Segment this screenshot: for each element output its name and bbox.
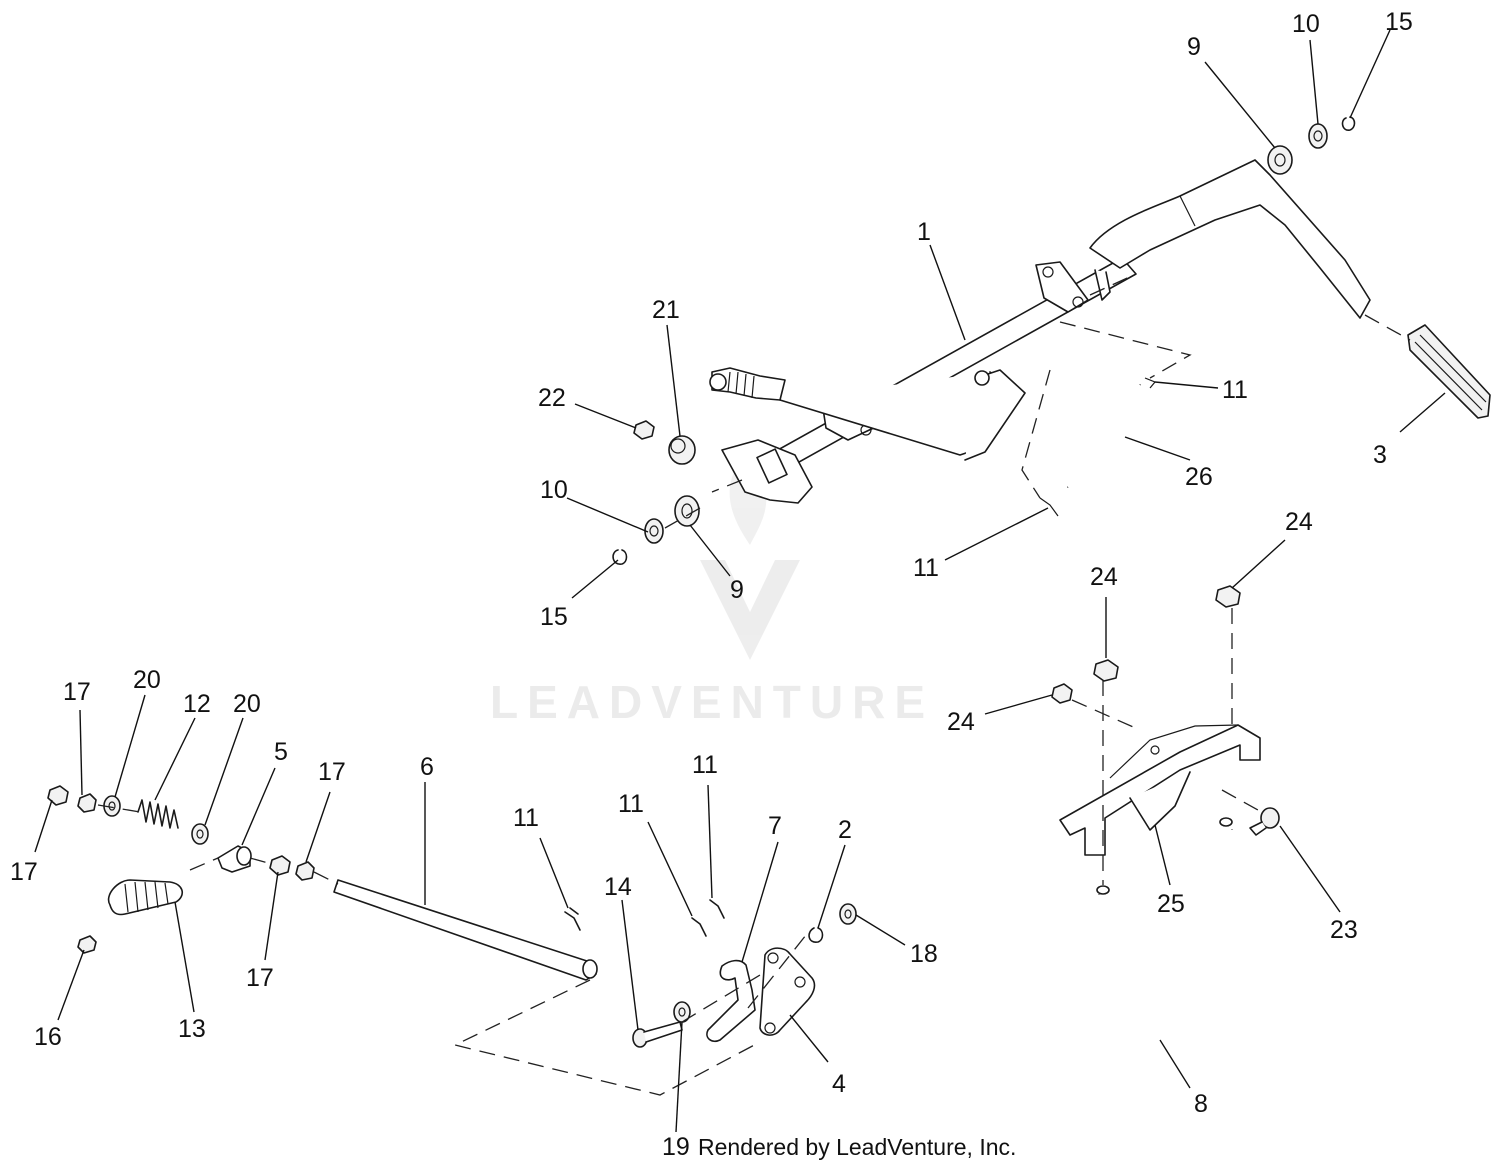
callout-6[interactable]: 6 xyxy=(420,753,434,781)
callout-21[interactable]: 21 xyxy=(652,296,680,324)
part-11-clip-lower-b[interactable] xyxy=(691,917,707,937)
callout-20[interactable]: 20 xyxy=(233,690,261,718)
callout-2[interactable]: 2 xyxy=(838,816,852,844)
part-15-clip-right[interactable] xyxy=(1341,116,1356,131)
callout-10[interactable]: 10 xyxy=(1292,10,1320,38)
part-16-nut[interactable] xyxy=(77,935,97,954)
callout-24[interactable]: 24 xyxy=(947,708,975,736)
part-17-nut-mid-2[interactable] xyxy=(295,861,315,881)
part-22-nut[interactable] xyxy=(633,420,655,440)
part-21-knob[interactable] xyxy=(668,435,696,465)
callout-15[interactable]: 15 xyxy=(540,603,568,631)
callout-11[interactable]: 11 xyxy=(513,804,539,832)
callout-24[interactable]: 24 xyxy=(1090,563,1118,591)
part-24-nut-top[interactable] xyxy=(1215,585,1241,608)
callout-15[interactable]: 15 xyxy=(1385,8,1413,36)
part-4-plate[interactable] xyxy=(759,947,816,1036)
callout-11[interactable]: 11 xyxy=(1222,376,1248,404)
part-25-bracket[interactable] xyxy=(1059,724,1261,856)
part-7-lever[interactable] xyxy=(706,959,756,1043)
part-5-swivel[interactable] xyxy=(217,845,252,873)
callout-5[interactable]: 5 xyxy=(274,738,288,766)
part-18-washer[interactable] xyxy=(839,903,857,925)
callout-13[interactable]: 13 xyxy=(178,1015,206,1043)
callout-3[interactable]: 3 xyxy=(1373,441,1387,469)
part-8-u-bolt[interactable] xyxy=(1096,817,1235,1076)
callout-9[interactable]: 9 xyxy=(730,576,744,604)
callout-10[interactable]: 10 xyxy=(540,476,568,504)
part-24-nut-mid[interactable] xyxy=(1093,659,1119,682)
callout-7[interactable]: 7 xyxy=(768,812,782,840)
part-10-washer-left[interactable] xyxy=(644,518,664,544)
callout-17[interactable]: 17 xyxy=(10,858,38,886)
part-17-nut-far-left[interactable] xyxy=(47,785,69,806)
alignment-lines xyxy=(97,273,1411,1096)
callout-9[interactable]: 9 xyxy=(1187,33,1201,61)
callout-12[interactable]: 12 xyxy=(183,690,211,718)
callout-26[interactable]: 26 xyxy=(1185,463,1213,491)
callout-17[interactable]: 17 xyxy=(318,758,346,786)
part-6-rod[interactable] xyxy=(333,879,598,981)
part-20-washer-right[interactable] xyxy=(191,823,209,845)
leader-lines xyxy=(34,29,1446,1133)
callout-labels: 1 21 22 10 15 9 9 10 15 11 26 11 3 24 24… xyxy=(10,8,1413,1161)
upper-spring-adjuster[interactable] xyxy=(709,367,786,401)
linkage-rod[interactable] xyxy=(779,369,1026,461)
callout-18[interactable]: 18 xyxy=(910,940,938,968)
callout-17[interactable]: 17 xyxy=(246,964,274,992)
watermark-brand: LEADVENTURE xyxy=(490,676,934,728)
part-9-washer-left[interactable] xyxy=(674,495,700,527)
callout-19[interactable]: 19 xyxy=(662,1133,690,1161)
callout-11[interactable]: 11 xyxy=(913,554,939,582)
part-14-bolt[interactable] xyxy=(632,1021,683,1048)
part-12-spring[interactable] xyxy=(137,799,179,829)
part-17-nut-left-2[interactable] xyxy=(77,793,97,813)
credit-text: Rendered by LeadVenture, Inc. xyxy=(698,1134,1016,1160)
part-13-spring[interactable] xyxy=(107,879,183,916)
callout-1[interactable]: 1 xyxy=(917,218,931,246)
part-3-pedal-arm[interactable] xyxy=(1089,159,1491,419)
callout-14[interactable]: 14 xyxy=(604,873,632,901)
callout-25[interactable]: 25 xyxy=(1157,890,1185,918)
callout-16[interactable]: 16 xyxy=(34,1023,62,1051)
part-1-shaft[interactable] xyxy=(721,257,1137,504)
part-20-washer-left[interactable] xyxy=(103,795,121,817)
part-24-nut-left[interactable] xyxy=(1051,683,1073,704)
callout-23[interactable]: 23 xyxy=(1330,916,1358,944)
callout-8[interactable]: 8 xyxy=(1194,1090,1208,1118)
part-17-nut-mid-1[interactable] xyxy=(269,855,291,876)
part-26-rod[interactable] xyxy=(1039,377,1156,517)
callout-11[interactable]: 11 xyxy=(692,751,718,779)
part-2-clip[interactable] xyxy=(808,927,824,943)
part-9-washer-right[interactable] xyxy=(1267,145,1293,175)
part-10-washer-right[interactable] xyxy=(1308,123,1328,149)
callout-24[interactable]: 24 xyxy=(1285,508,1313,536)
part-11-clip-lower-a[interactable] xyxy=(564,907,581,931)
part-11-clip-lower-c[interactable] xyxy=(709,899,725,919)
callout-20[interactable]: 20 xyxy=(133,666,161,694)
callout-22[interactable]: 22 xyxy=(538,384,566,412)
callout-4[interactable]: 4 xyxy=(832,1070,846,1098)
part-23-bolt[interactable] xyxy=(1249,807,1280,836)
callout-11[interactable]: 11 xyxy=(618,790,644,818)
watermark: LEADVENTURE xyxy=(490,470,934,728)
callout-17[interactable]: 17 xyxy=(63,678,91,706)
